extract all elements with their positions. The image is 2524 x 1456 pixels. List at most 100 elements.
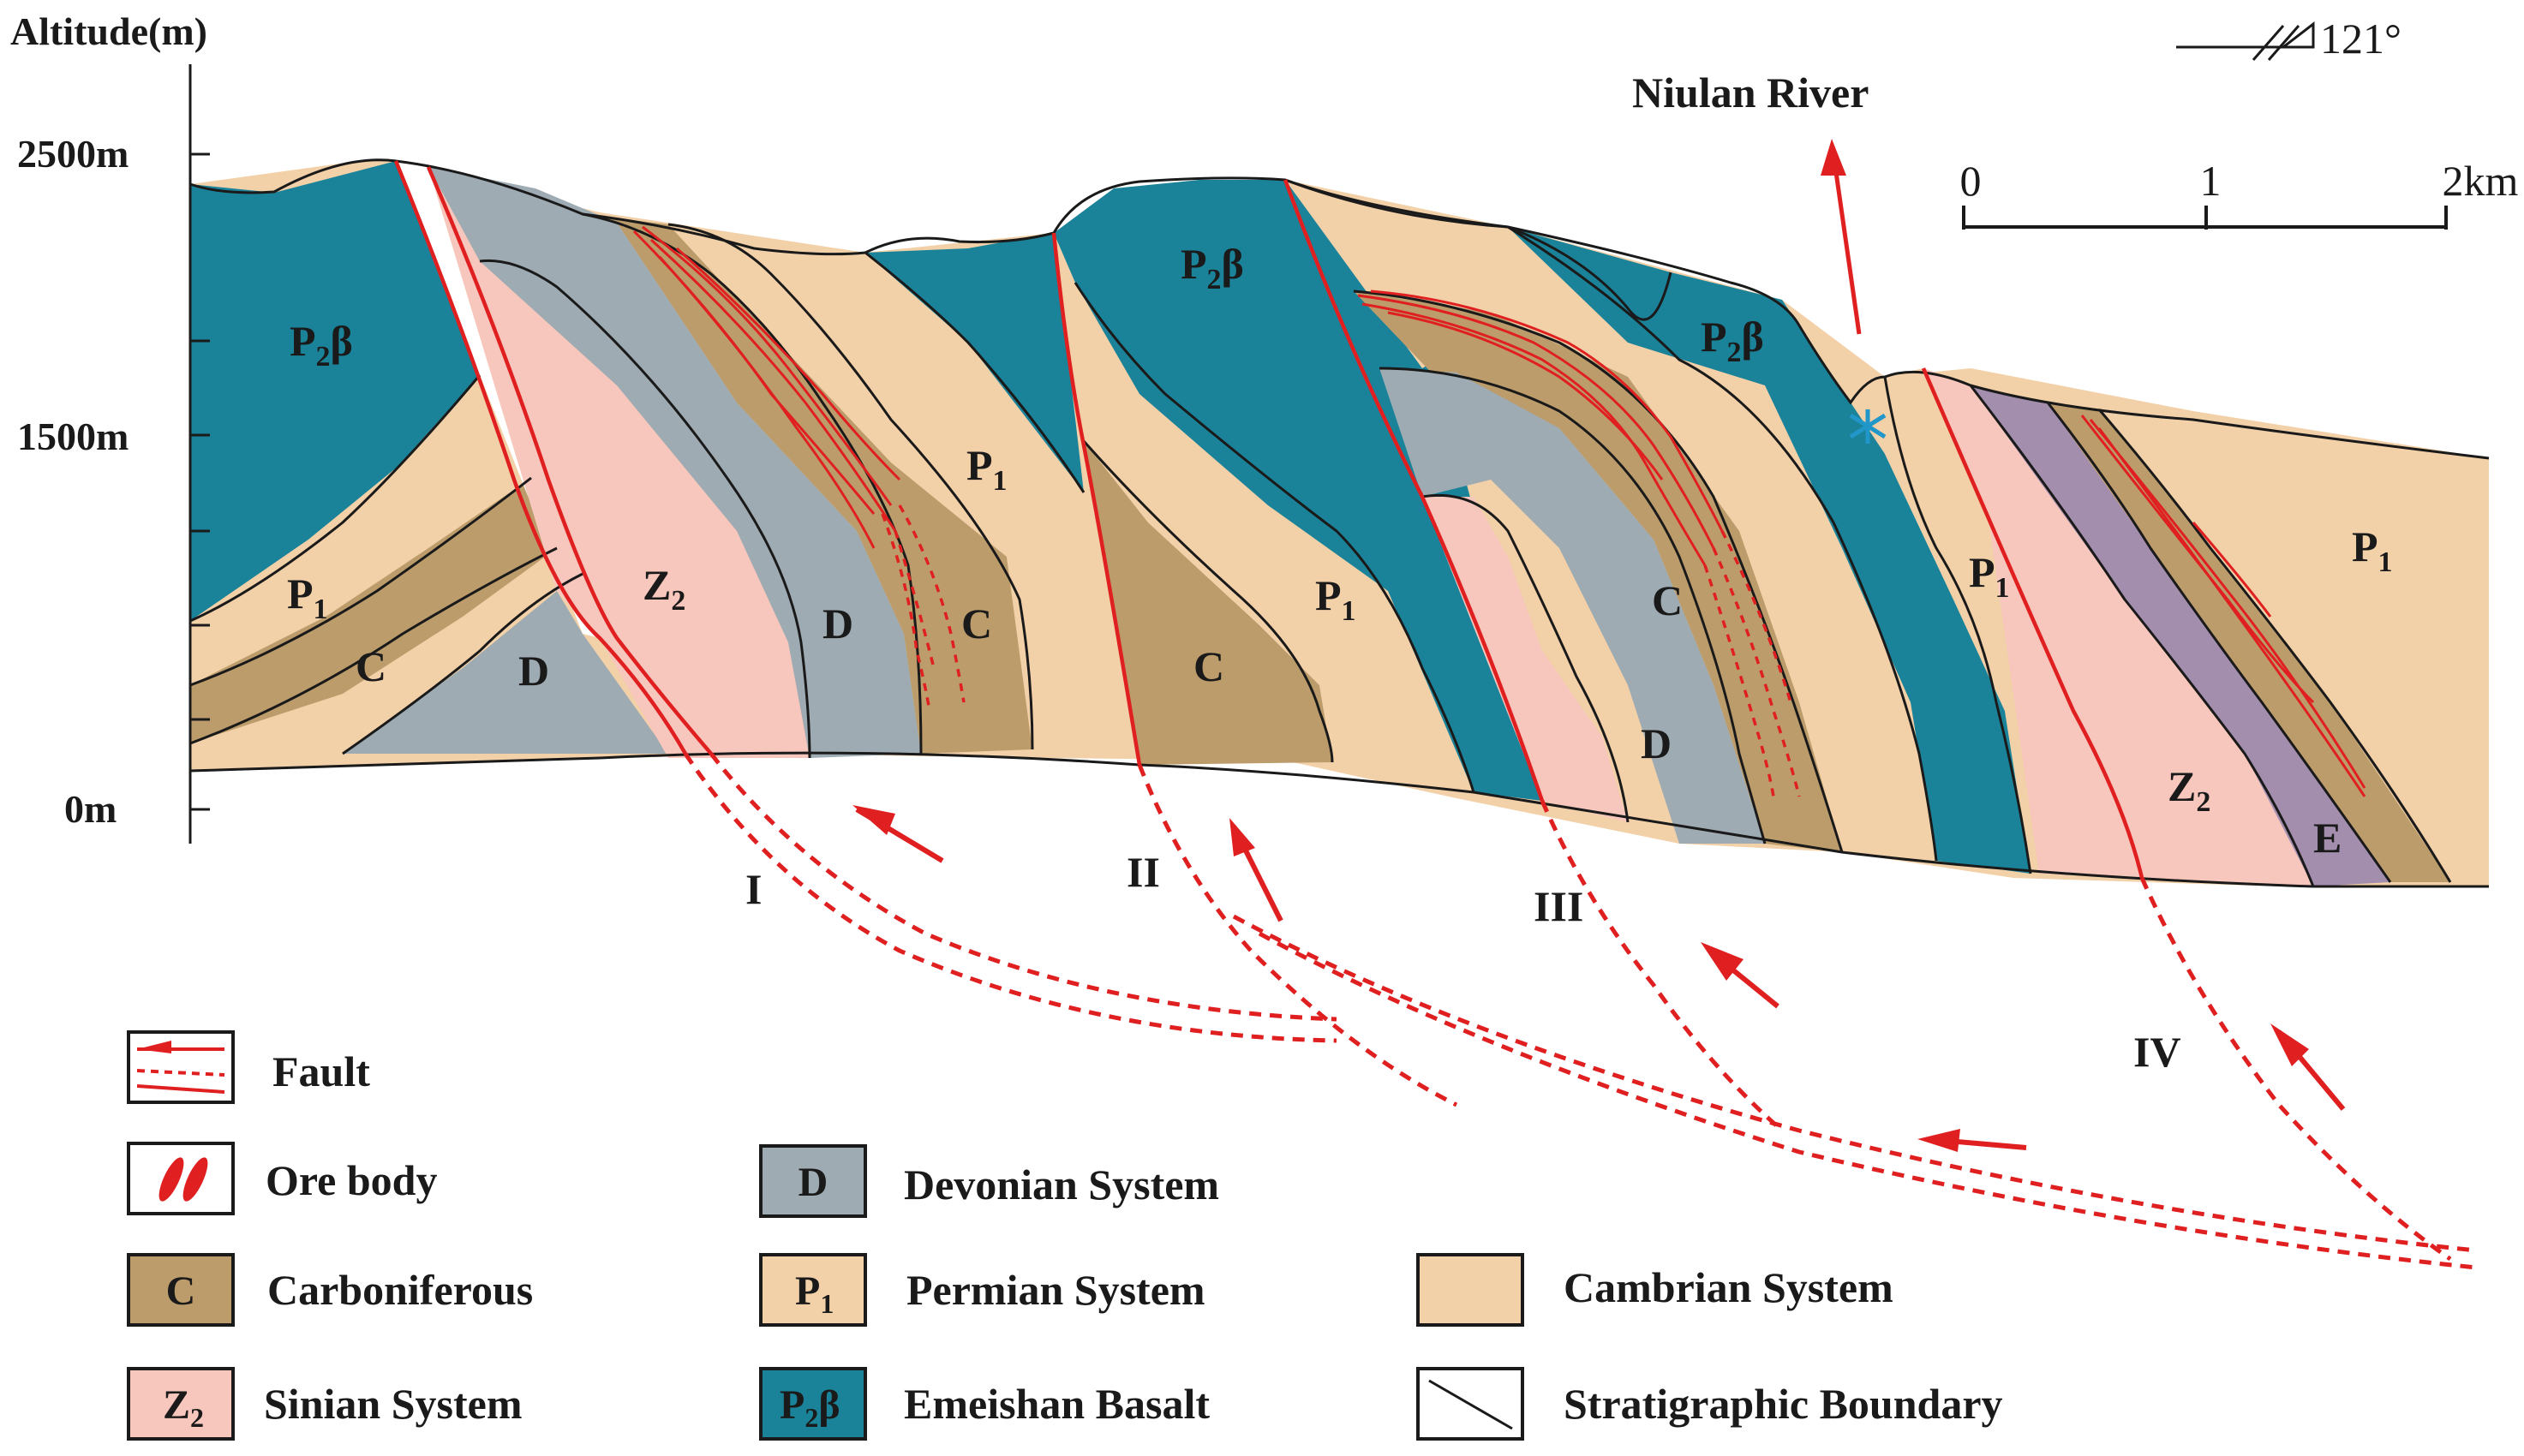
label-c-west: C [356, 642, 386, 690]
fault-i-solid-west [393, 160, 687, 755]
label-d-anticline: D [1641, 719, 1672, 767]
ore-body-mid-2 [1361, 302, 1707, 566]
boundary-e-carboniferous [2046, 402, 2392, 883]
legend-label-carboniferous: Carboniferous [267, 1266, 533, 1314]
legend-label-basalt: Emeishan Basalt [904, 1380, 1210, 1428]
unit-carboniferous-west [190, 478, 557, 743]
fault-ii-solid [1051, 232, 1142, 766]
fault-label-ii: II [1127, 848, 1160, 896]
label-p2b-east: P2β [1701, 313, 1764, 368]
scale-bar: 0 1 2km [1960, 157, 2519, 230]
axis-tick-2500m: 2500m [17, 132, 129, 176]
topography-line [189, 158, 2490, 460]
legend: Fault Ore body C Carboniferous Z2 Sinian… [127, 1030, 2003, 1441]
fault-i-dashed-1 [683, 752, 1337, 1043]
fault-ii-dashed-low-2 [1258, 931, 2477, 1270]
ore-body-east-3 [2097, 427, 2366, 797]
movement-arrows [852, 139, 2346, 1152]
fault-labels: I II III IV [745, 848, 2181, 1076]
label-e-east: E [2313, 814, 2342, 862]
unit-permian-fault-ii [1054, 233, 1474, 792]
label-c-fault-ii: C [1193, 642, 1224, 690]
ore-body-west-5 [676, 247, 901, 481]
stratigraphic-boundaries [189, 158, 2490, 888]
boundary-carboniferous-devonian-west [189, 546, 558, 745]
label-z2-west: Z2 [643, 561, 685, 617]
ore-body-mid-dash-2 [1703, 564, 1775, 797]
arrow-fault-i [852, 805, 944, 863]
unit-sinian-anticline [1422, 497, 1628, 822]
unit-cambrian-e [1971, 385, 2390, 886]
fault-label-i: I [745, 865, 762, 913]
axis-tick-1500m: 1500m [17, 415, 129, 458]
label-p1-east-2: P1 [2352, 522, 2393, 578]
unit-sinian-east [1923, 368, 2313, 886]
boundary-permian-anticline [1507, 225, 1672, 321]
altitude-axis: Altitude(m) 2500m 1500m 0m [10, 9, 210, 844]
legend-label-sinian: Sinian System [264, 1380, 522, 1428]
boundary-basalt-east-west [1507, 225, 1938, 862]
legend-item-cambrian: Cambrian System [1416, 1253, 1893, 1327]
legend-label-stratigraphic-boundary: Stratigraphic Boundary [1564, 1380, 2003, 1428]
ore-bodies [632, 225, 2366, 797]
legend-symbol-sinian: Z2 [163, 1382, 204, 1433]
label-p2b-mid: P2β [1181, 240, 1244, 295]
ore-body-west-4 [658, 255, 876, 549]
arrow-fault-ii [1229, 818, 1283, 922]
legend-item-permian: P1 Permian System [759, 1253, 1205, 1327]
scale-tick-1: 1 [2200, 157, 2222, 205]
unit-sinian-west [428, 167, 810, 758]
fault-i-solid-east [426, 166, 713, 755]
label-c-band-west: C [961, 600, 992, 647]
legend-item-fault: Fault [127, 1030, 370, 1104]
label-d-west: D [518, 647, 549, 695]
scale-tick-2km: 2km [2443, 157, 2519, 205]
fault-iv-solid [1921, 367, 2144, 879]
boundary-anticline-carboniferous [1379, 367, 1767, 844]
ore-body-west-2 [642, 225, 893, 506]
label-p1-east-1: P1 [1969, 548, 2010, 604]
ore-body-west-3 [649, 238, 897, 532]
ore-body-east-4 [2192, 522, 2272, 618]
fault-ii-dashed-low-1 [1232, 914, 2477, 1253]
ore-body-west-dash-3 [894, 530, 936, 669]
legend-label-devonian: Devonian System [904, 1161, 1219, 1208]
legend-symbol-permian: P1 [795, 1268, 834, 1319]
unit-labels: P2β P2β P2β P1 P1 P1 P1 P1 Z2 Z2 C C C C… [287, 240, 2393, 862]
boundary-anticline-outer [1353, 289, 1844, 853]
legend-item-basalt: P2β Emeishan Basalt [759, 1367, 1210, 1441]
boundary-carboniferous-permian-mid [667, 223, 1034, 750]
ore-body-mid-3 [1370, 289, 1724, 532]
river-label: Niulan River [1632, 69, 1869, 116]
ore-body-west-dash-2 [898, 504, 966, 703]
unit-devonian-anticline [1379, 368, 1765, 844]
label-p1-west: P1 [287, 570, 328, 625]
boundary-carboniferous-p1-east [2097, 409, 2452, 883]
orientation-indicator: 121° [2176, 15, 2401, 63]
legend-label-ore-body: Ore body [266, 1156, 438, 1204]
fault-label-iv: IV [2133, 1028, 2181, 1076]
unit-basalt-west [190, 161, 480, 621]
unit-carboniferous-mid [1084, 441, 1332, 765]
unit-devonian-west [343, 591, 668, 754]
boundary-anticline-top [1284, 178, 1509, 229]
fault-label-iii: III [1534, 882, 1583, 930]
fault-iii-solid [1283, 179, 1545, 802]
boundary-basalt-east-east [1883, 376, 2032, 874]
scale-tick-0: 0 [1960, 157, 1982, 205]
legend-label-cambrian: Cambrian System [1564, 1263, 1893, 1311]
legend-symbol-devonian: D [798, 1160, 828, 1205]
boundary-permian-basalt-mid [1074, 282, 1475, 793]
boundary-carboniferous-permian-mid-east [1082, 440, 1334, 763]
axis-label: Altitude(m) [10, 9, 207, 53]
legend-item-sinian: Z2 Sinian System [127, 1367, 522, 1441]
faults [393, 160, 2477, 1270]
boundary-permian-basalt-mid-west [864, 251, 1086, 493]
unit-devonian-band-west [428, 167, 921, 758]
legend-item-ore-body: Ore body [127, 1142, 438, 1215]
boundary-devonian-base-west [342, 572, 583, 755]
ore-body-mid-1 [1357, 294, 1715, 549]
fault-i-dashed-2 [709, 752, 1337, 1022]
legend-item-stratigraphic-boundary: Stratigraphic Boundary [1416, 1367, 2003, 1441]
